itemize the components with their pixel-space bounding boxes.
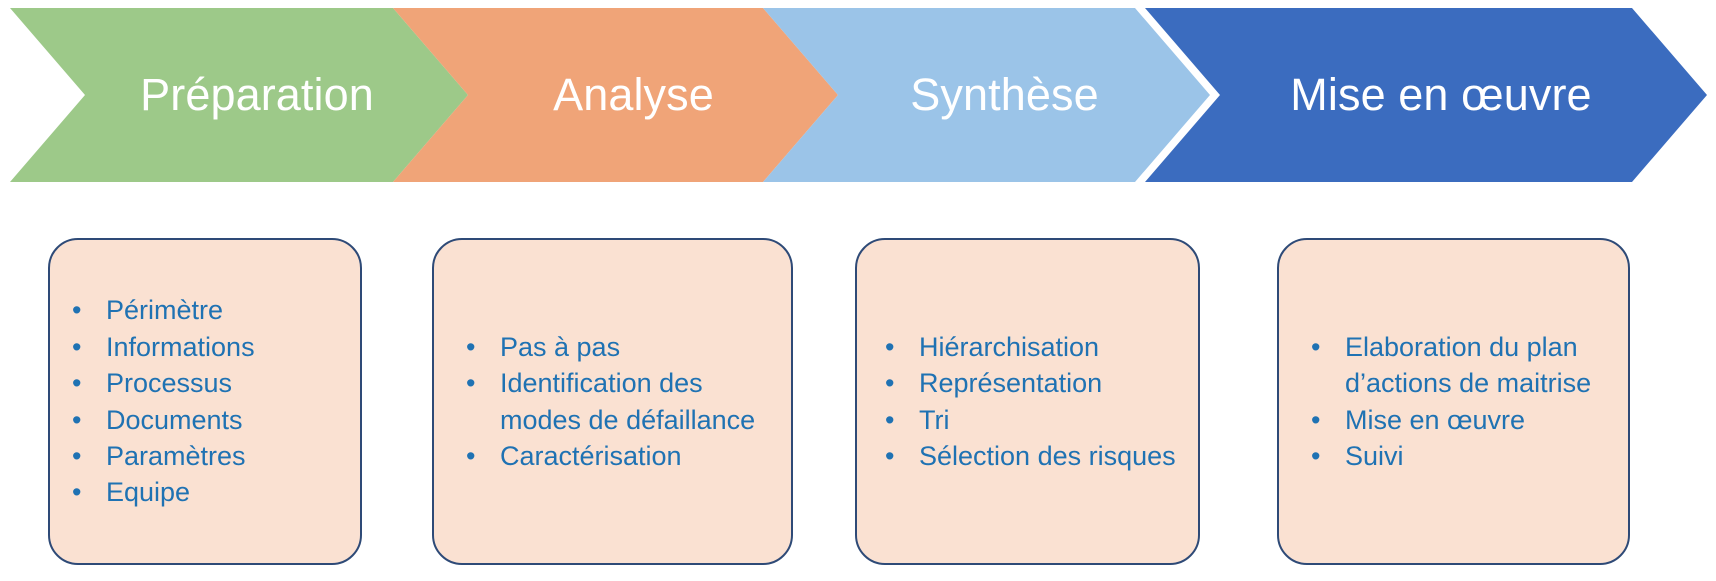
list-item-label: Elaboration du plan d’actions de maitris… (1345, 331, 1592, 399)
list-item: • Mise en œuvre (1311, 402, 1614, 438)
list-item-label: Caractérisation (500, 440, 682, 471)
list-item: • Documents (72, 402, 346, 438)
bullet-icon: • (72, 295, 82, 326)
bullet-icon: • (72, 477, 82, 508)
list-item-label: Documents (106, 404, 243, 435)
list-item: • Hiérarchisation (885, 329, 1184, 365)
process-chevron-band: Préparation Analyse Synthèse Mise en œuv… (0, 0, 1716, 200)
bullet-icon: • (72, 404, 82, 435)
list-item-label: Mise en œuvre (1345, 404, 1526, 435)
bullet-icon: • (72, 440, 82, 471)
detail-list: • Elaboration du plan d’actions de maitr… (1279, 329, 1628, 475)
bullet-icon: • (72, 331, 82, 362)
list-item-label: Suivi (1345, 440, 1404, 471)
list-item-label: Périmètre (106, 295, 224, 326)
bullet-icon: • (72, 368, 82, 399)
detail-list: • Périmètre • Informations • Processus •… (50, 292, 360, 511)
bullet-icon: • (466, 440, 476, 471)
list-item: • Caractérisation (466, 438, 777, 474)
detail-box-mise-en-oeuvre[interactable]: • Elaboration du plan d’actions de maitr… (1277, 238, 1630, 565)
list-item-label: Représentation (919, 368, 1103, 399)
bullet-icon: • (885, 331, 895, 362)
list-item: • Pas à pas (466, 329, 777, 365)
list-item-label: Tri (919, 404, 950, 435)
bullet-icon: • (1311, 440, 1321, 471)
bullet-icon: • (885, 368, 895, 399)
bullet-icon: • (1311, 404, 1321, 435)
list-item-label: Paramètres (106, 440, 246, 471)
list-item-label: Informations (106, 331, 255, 362)
detail-box-preparation[interactable]: • Périmètre • Informations • Processus •… (48, 238, 362, 565)
detail-list: • Pas à pas • Identification des modes d… (434, 329, 791, 475)
detail-box-synthese[interactable]: • Hiérarchisation • Représentation • Tri… (855, 238, 1200, 565)
process-stage-preparation[interactable]: Préparation (10, 8, 468, 182)
bullet-icon: • (885, 404, 895, 435)
list-item: • Elaboration du plan d’actions de maitr… (1311, 329, 1614, 402)
bullet-icon: • (1311, 331, 1321, 362)
list-item: • Identification des modes de défaillanc… (466, 365, 777, 438)
list-item: • Paramètres (72, 438, 346, 474)
detail-box-analyse[interactable]: • Pas à pas • Identification des modes d… (432, 238, 793, 565)
list-item: • Représentation (885, 365, 1184, 401)
list-item-label: Identification des modes de défaillance (500, 368, 756, 435)
list-item: • Sélection des risques (885, 438, 1184, 474)
list-item: • Equipe (72, 474, 346, 510)
process-stage-label: Synthèse (910, 69, 1099, 121)
bullet-icon: • (466, 331, 476, 362)
process-stage-label: Préparation (140, 69, 374, 121)
list-item-label: Hiérarchisation (919, 331, 1100, 362)
list-item: • Périmètre (72, 292, 346, 328)
list-item: • Informations (72, 329, 346, 365)
list-item-label: Processus (106, 368, 233, 399)
list-item: • Tri (885, 402, 1184, 438)
list-item: • Processus (72, 365, 346, 401)
bullet-icon: • (466, 368, 476, 399)
list-item-label: Equipe (106, 477, 191, 508)
process-stage-mise-en-oeuvre[interactable]: Mise en œuvre (1145, 8, 1707, 182)
detail-list: • Hiérarchisation • Représentation • Tri… (857, 329, 1198, 475)
list-item-label: Sélection des risques (919, 440, 1176, 471)
list-item-label: Pas à pas (500, 331, 621, 362)
process-stage-label: Mise en œuvre (1290, 69, 1592, 121)
process-stage-label: Analyse (553, 69, 714, 121)
list-item: • Suivi (1311, 438, 1614, 474)
bullet-icon: • (885, 440, 895, 471)
